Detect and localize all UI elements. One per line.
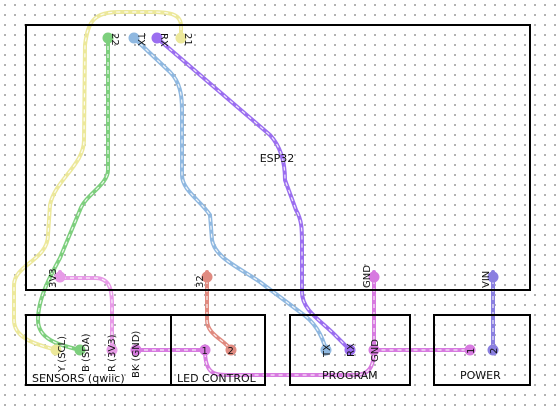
svg-text:GND: GND [370, 339, 381, 362]
sensors-pin-gnd[interactable]: BK (GND) [130, 331, 143, 378]
svg-text:22: 22 [109, 33, 120, 46]
esp32-pin-tx[interactable]: TX [128, 32, 147, 46]
esp32-box[interactable] [25, 24, 531, 291]
svg-text:GND: GND [362, 265, 373, 288]
svg-text:RX: RX [158, 33, 169, 47]
sensors-pin-scl[interactable]: Y (SCL) [50, 336, 69, 373]
esp32-label: ESP32 [260, 152, 295, 165]
esp32-pin-32[interactable]: 32 [195, 271, 213, 289]
svg-text:2: 2 [228, 346, 234, 357]
svg-text:32: 32 [195, 275, 206, 288]
svg-text:1: 1 [466, 348, 477, 354]
program-box[interactable] [289, 314, 411, 386]
svg-text:21: 21 [182, 33, 193, 46]
power-pin-1[interactable]: 1 [464, 344, 478, 356]
svg-text:VIN: VIN [481, 271, 492, 288]
svg-text:B (SDA): B (SDA) [81, 333, 92, 372]
led-control-pin-2[interactable]: 2 [225, 344, 237, 358]
svg-text:3V3: 3V3 [48, 268, 59, 288]
led-control-box[interactable] [170, 314, 266, 386]
svg-text:TX: TX [135, 32, 146, 46]
power-label: POWER [460, 369, 501, 382]
led-control-pin-1[interactable]: 1 [199, 344, 211, 358]
esp32-pin-22[interactable]: 22 [102, 32, 121, 46]
esp32-pin-rx[interactable]: RX [151, 32, 170, 47]
svg-text:R (3V3): R (3V3) [107, 334, 118, 372]
power-pin-2[interactable]: 2 [487, 344, 501, 356]
esp32-pin-21[interactable]: 21 [175, 32, 194, 46]
power-box[interactable] [433, 314, 531, 386]
svg-text:1: 1 [202, 346, 208, 357]
esp32-pin-vin[interactable]: VIN [481, 271, 499, 288]
esp32-pin-gnd[interactable]: GND [362, 265, 380, 288]
svg-text:BK (GND): BK (GND) [131, 331, 142, 378]
svg-text:2: 2 [489, 348, 500, 354]
program-pin-rx[interactable]: RX [344, 343, 358, 357]
sensors-label: SENSORS (qwiic) [32, 372, 125, 385]
program-label: PROGRAM [322, 369, 378, 382]
led-control-label: LED CONTROL [177, 372, 257, 385]
program-pin-gnd[interactable]: GND [368, 339, 382, 362]
svg-text:TX: TX [322, 344, 333, 358]
sensors-pin-3v3[interactable]: R (3V3) [106, 334, 119, 372]
svg-text:RX: RX [346, 343, 357, 357]
svg-text:Y (SCL): Y (SCL) [57, 336, 68, 373]
program-pin-tx[interactable]: TX [320, 344, 334, 358]
esp32-pin-3v3[interactable]: 3V3 [48, 268, 66, 288]
sensors-pin-sda[interactable]: B (SDA) [74, 333, 93, 372]
